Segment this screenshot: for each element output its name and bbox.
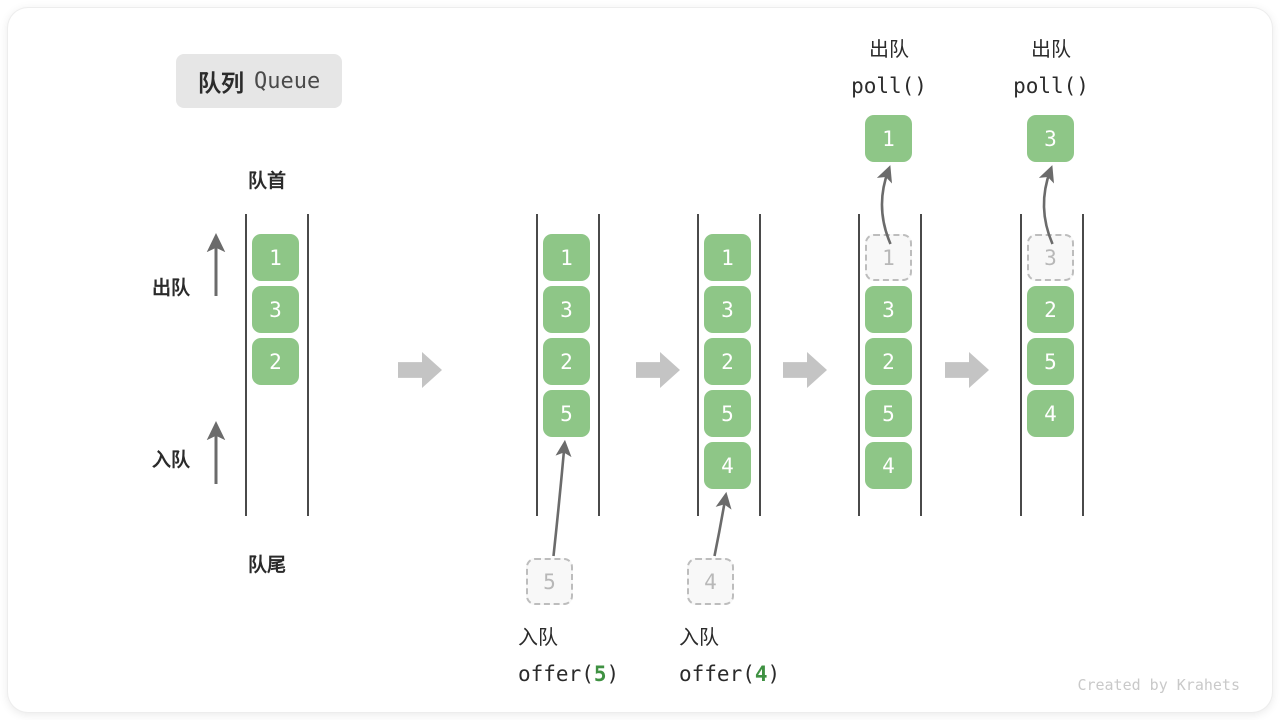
queue-rail-left [245, 214, 247, 516]
queue-cell: 2 [252, 338, 299, 385]
queue-cell: 3 [704, 286, 751, 333]
queue-rail-right [920, 214, 922, 516]
operation-argument: 4 [754, 662, 768, 686]
queue-rail-right [759, 214, 761, 516]
queue-cell: 2 [704, 338, 751, 385]
operation-argument: 5 [593, 662, 607, 686]
label-queue-rear: 队尾 [248, 555, 287, 576]
operation-label-chinese: 入队 [679, 627, 719, 649]
popped-element: 3 [1027, 115, 1074, 162]
queue-cell: 1 [252, 234, 299, 281]
operation-label: 出队 poll() [824, 32, 954, 104]
operation-label-code: poll() [851, 74, 927, 98]
poll-arrow [876, 165, 892, 245]
flow-arrow-icon [945, 352, 989, 388]
queue-cell: 4 [704, 442, 751, 489]
queue-cell-ghost: 1 [865, 234, 912, 281]
label-enqueue-direction: 入队 [152, 450, 191, 471]
queue-rail-left [858, 214, 860, 516]
operation-label-code: offer(4) [679, 662, 781, 686]
queue-cell: 4 [1027, 390, 1074, 437]
queue-cell: 3 [543, 286, 590, 333]
queue-cell: 2 [1027, 286, 1074, 333]
queue-cell: 2 [865, 338, 912, 385]
queue-cell: 3 [865, 286, 912, 333]
operation-label-code: offer(5) [518, 662, 620, 686]
operation-label-chinese: 出队 [869, 39, 909, 61]
offer-arrow [552, 439, 572, 557]
operation-label-chinese: 入队 [518, 627, 558, 649]
operation-label: 出队 poll() [986, 32, 1116, 104]
flow-arrow-icon [398, 352, 442, 388]
queue-cell: 1 [704, 234, 751, 281]
queue-rail-right [1082, 214, 1084, 516]
queue-rail-left [1020, 214, 1022, 516]
label-dequeue-direction: 出队 [152, 278, 191, 299]
queue-cell: 5 [543, 390, 590, 437]
incoming-element-ghost: 4 [687, 558, 734, 605]
queue-rail-right [307, 214, 309, 516]
queue-rail-left [536, 214, 538, 516]
queue-rail-right [598, 214, 600, 516]
title-english: Queue [254, 68, 321, 94]
popped-element: 1 [865, 115, 912, 162]
flow-arrow-icon [636, 352, 680, 388]
queue-cell: 2 [543, 338, 590, 385]
offer-arrow [713, 491, 732, 557]
flow-arrow-icon [783, 352, 827, 388]
diagram-card: 队列 Queue 队首 队尾 出队 入队 1 3 2 1 3 2 5 5 入队 offer(5) 1… [8, 8, 1272, 712]
queue-rail-left [697, 214, 699, 516]
queue-cell: 4 [865, 442, 912, 489]
footer-credit: Created by Krahets [1077, 676, 1240, 694]
operation-label-chinese: 出队 [1031, 39, 1071, 61]
incoming-element-ghost: 5 [526, 558, 573, 605]
queue-cell: 5 [1027, 338, 1074, 385]
operation-label: 入队 offer(4) [679, 620, 839, 692]
diagram-title: 队列 Queue [176, 54, 343, 108]
poll-arrow [1038, 165, 1054, 245]
label-queue-front: 队首 [248, 171, 287, 192]
operation-label-code: poll() [1013, 74, 1089, 98]
queue-cell: 3 [252, 286, 299, 333]
queue-cell: 5 [704, 390, 751, 437]
queue-cell-ghost: 3 [1027, 234, 1074, 281]
title-chinese: 队列 [198, 70, 244, 96]
queue-cell: 5 [865, 390, 912, 437]
operation-label: 入队 offer(5) [518, 620, 678, 692]
queue-cell: 1 [543, 234, 590, 281]
